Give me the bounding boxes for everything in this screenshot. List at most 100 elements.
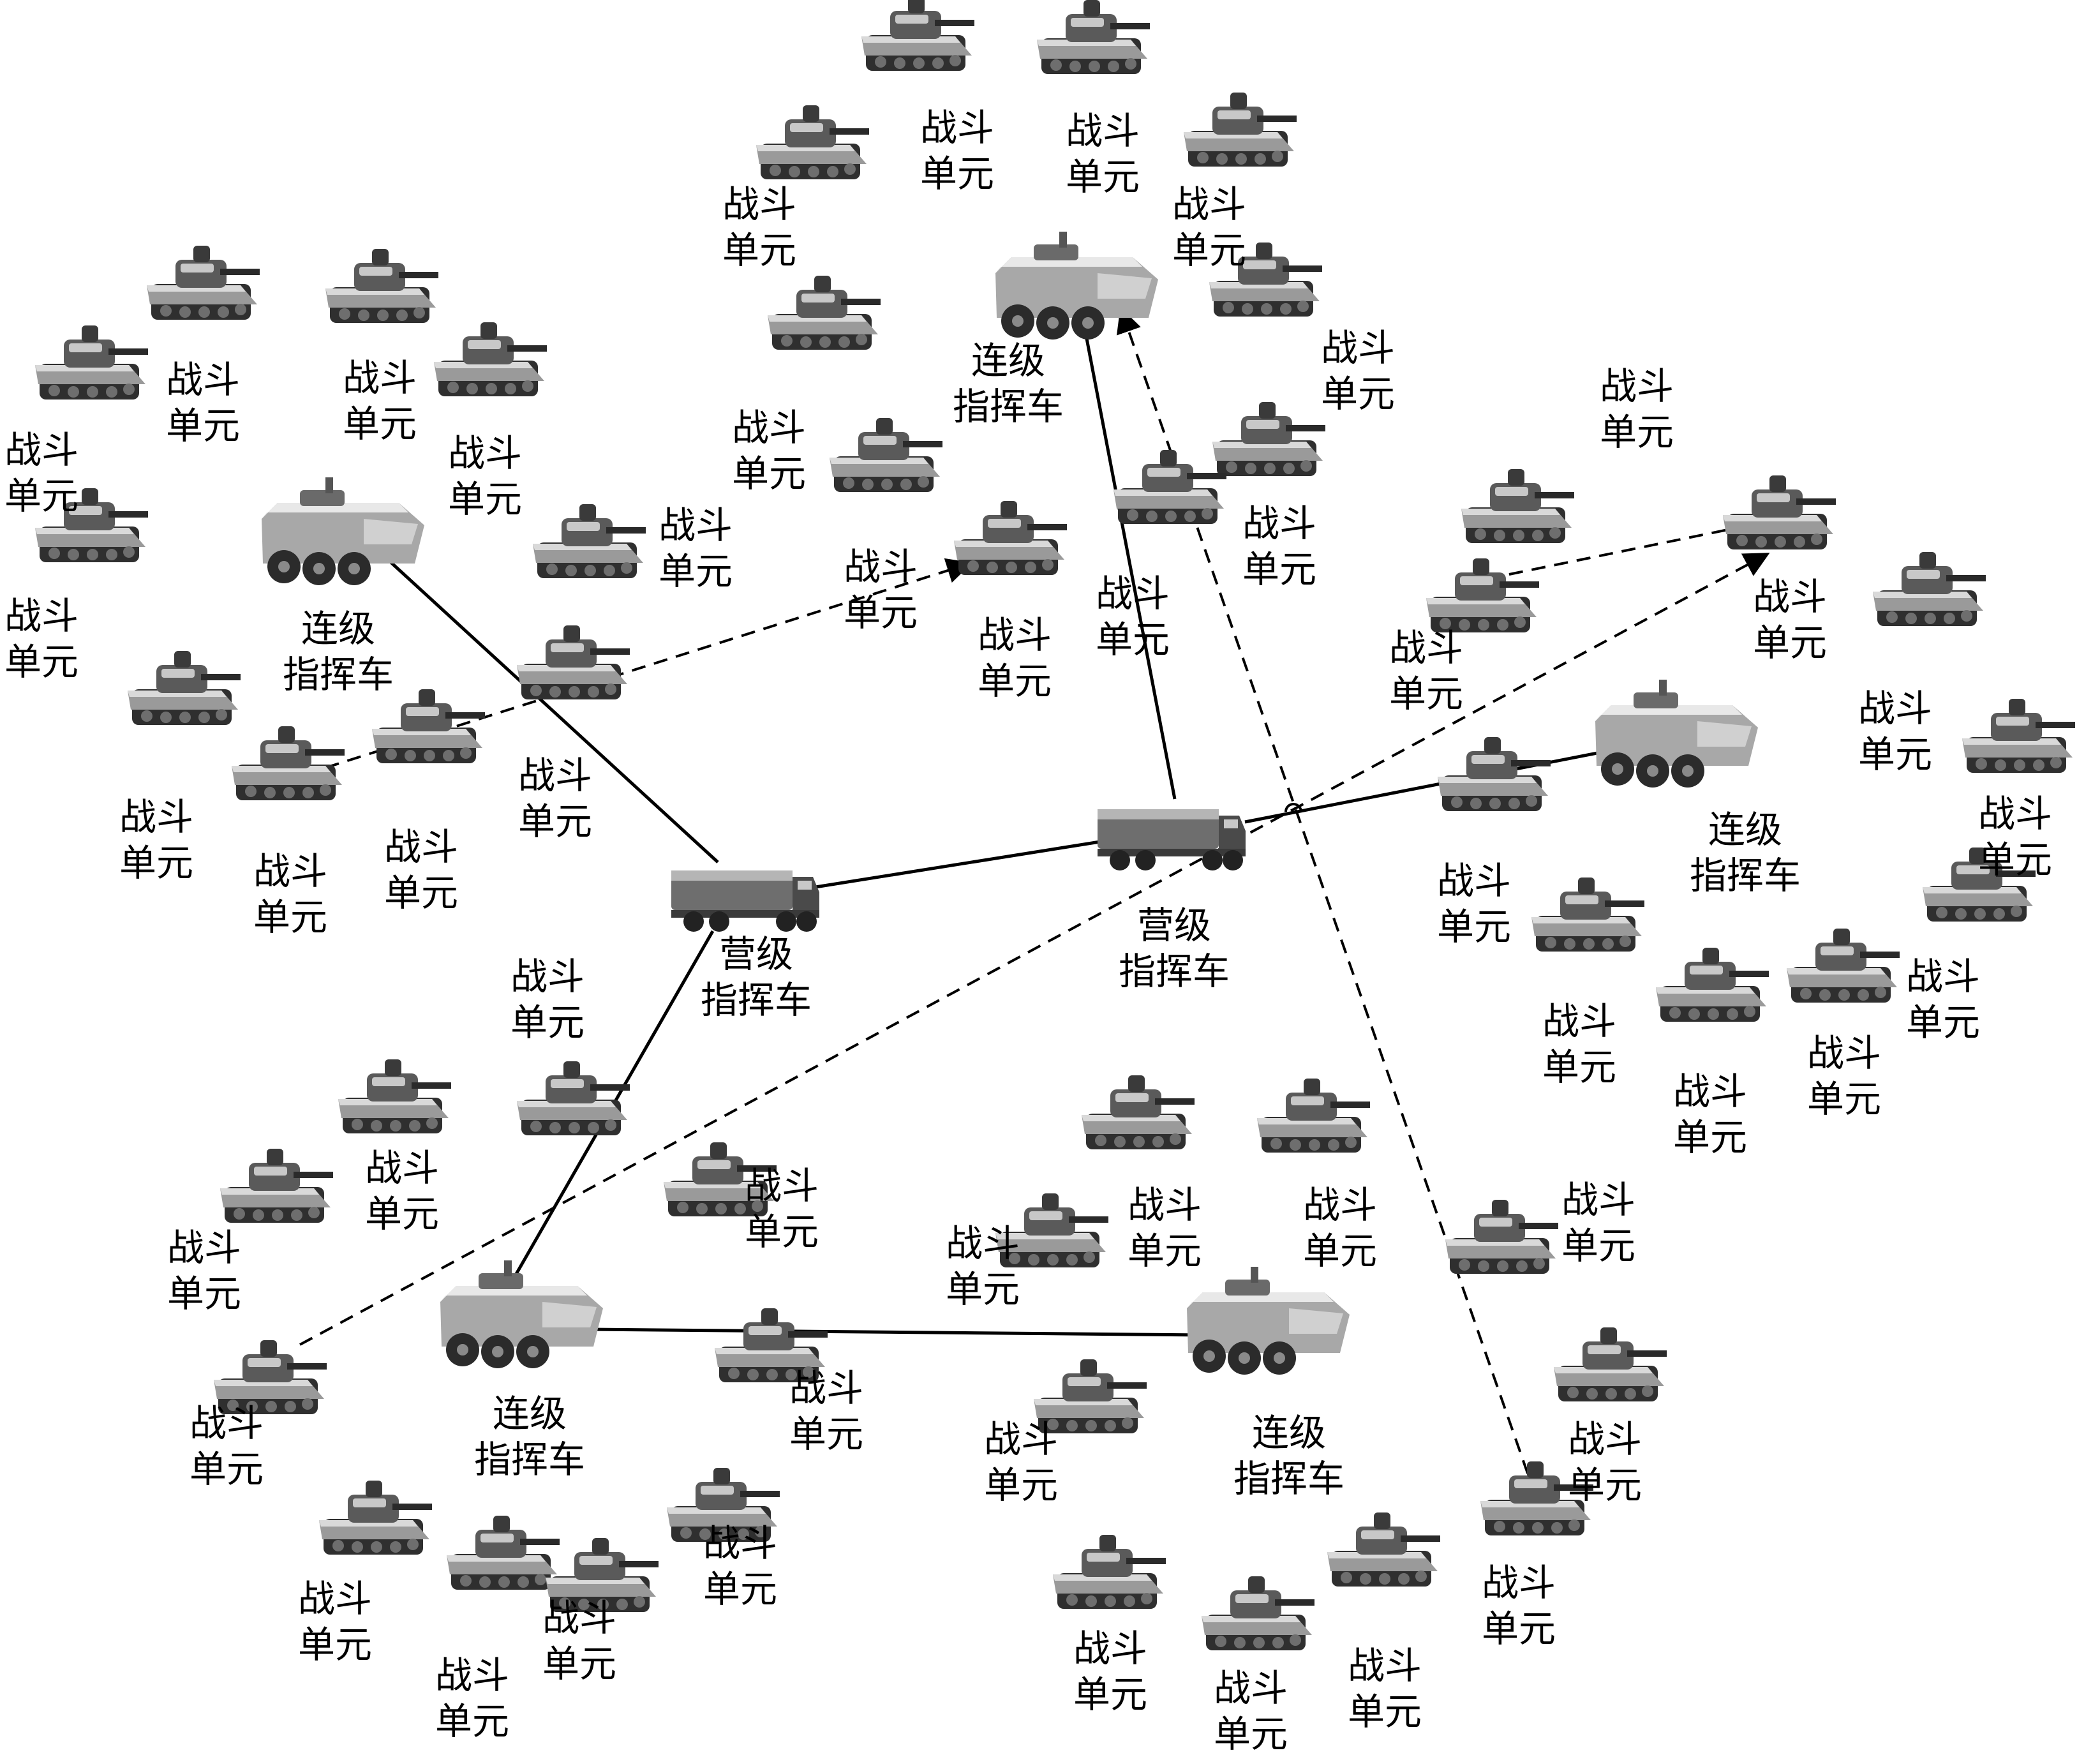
combat-unit-tank-icon — [128, 651, 241, 725]
combat-unit-label-line2: 单元 — [253, 895, 327, 939]
combat-unit-label-line2: 单元 — [1561, 1224, 1635, 1267]
company-command-label-line1: 连级 — [1708, 808, 1782, 851]
combat-unit-label-line2: 单元 — [1753, 621, 1827, 664]
combat-unit-label-line2: 单元 — [518, 800, 592, 843]
combat-unit-label-line2: 单元 — [1482, 1607, 1556, 1650]
combat-unit-label-line1: 战斗 — [722, 183, 796, 226]
combat-unit-label-line1: 战斗 — [253, 849, 327, 893]
combat-unit-label-line1: 战斗 — [1128, 1183, 1202, 1227]
combat-unit-label-line2: 单元 — [1303, 1229, 1377, 1273]
company-command-label-line1: 连级 — [493, 1392, 567, 1435]
combat-unit-tank-icon — [1461, 469, 1574, 543]
combat-unit-label-line1: 战斗 — [384, 825, 458, 869]
combat-unit-tank-icon — [1082, 1075, 1195, 1149]
combat-unit-tank-icon — [1257, 1079, 1370, 1153]
combat-unit-label-line2: 单元 — [1214, 1712, 1288, 1755]
combat-unit-tank-icon — [319, 1481, 432, 1555]
combat-unit-label-line1: 战斗 — [190, 1401, 264, 1445]
combat-unit-label-line2: 单元 — [166, 404, 240, 447]
combat-unit-label-line2: 单元 — [978, 659, 1052, 703]
combat-unit-label-line1: 战斗 — [1600, 364, 1674, 408]
combat-unit-label-line1: 战斗 — [343, 356, 417, 400]
combat-unit-label-line1: 战斗 — [978, 613, 1052, 657]
combat-unit-label-line2: 单元 — [1673, 1116, 1747, 1159]
combat-unit-label-line1: 战斗 — [745, 1164, 819, 1207]
combat-unit-label-line2: 单元 — [659, 549, 733, 593]
combat-unit-label-line2: 单元 — [384, 871, 458, 915]
combat-unit-label-line1: 战斗 — [1753, 575, 1827, 618]
company-command-label-line2: 指挥车 — [1233, 1457, 1344, 1500]
combat-unit-label-line1: 战斗 — [1906, 955, 1980, 998]
combat-unit-label-line2: 单元 — [1066, 155, 1140, 198]
combat-unit-label-line1: 战斗 — [659, 504, 733, 547]
combat-unit-label-line1: 战斗 — [1858, 687, 1932, 730]
combat-unit-label-line1: 战斗 — [542, 1596, 616, 1639]
combat-unit-label-line2: 单元 — [190, 1447, 264, 1491]
company-command-label-line1: 连级 — [301, 607, 375, 650]
combat-unit-tank-icon — [1053, 1535, 1166, 1609]
combat-unit-tank-icon — [517, 1061, 630, 1135]
combat-unit-label-line1: 战斗 — [510, 955, 585, 998]
combat-unit-tank-icon — [372, 689, 485, 763]
combat-unit-label-line1: 战斗 — [1096, 572, 1170, 615]
combat-unit-label-line1: 战斗 — [1389, 626, 1463, 669]
battalion-command-vehicle-icon — [1098, 809, 1246, 870]
combat-unit-label-line1: 战斗 — [1172, 183, 1246, 226]
combat-unit-tank-icon — [1327, 1512, 1440, 1587]
battalion-command-vehicle-icon — [671, 870, 819, 932]
combat-unit-label-line2: 单元 — [1600, 410, 1674, 454]
company-command-vehicle-icon — [440, 1260, 603, 1368]
battalion-command-label-line2: 指挥车 — [701, 978, 812, 1022]
combat-unit-tank-icon — [1723, 475, 1836, 549]
combat-unit-label-line1: 战斗 — [448, 431, 522, 475]
company-command-label-line2: 指挥车 — [474, 1438, 585, 1481]
combat-unit-tank-icon — [1873, 552, 1986, 626]
combat-unit-tank-icon — [1531, 878, 1644, 952]
company-command-vehicle-icon — [1595, 680, 1758, 788]
combat-unit-tank-icon — [1438, 737, 1551, 811]
combat-unit-label-line2: 单元 — [1906, 1001, 1980, 1044]
combat-unit-label-line2: 单元 — [510, 1001, 585, 1044]
combat-unit-label-line1: 战斗 — [1066, 109, 1140, 153]
combat-unit-label-line1: 战斗 — [1561, 1178, 1635, 1221]
combat-unit-label-line2: 单元 — [1542, 1045, 1616, 1089]
combat-unit-label-line2: 单元 — [1096, 618, 1170, 661]
company-command-vehicle-icon — [995, 232, 1158, 340]
combat-unit-tank-icon — [220, 1149, 333, 1223]
combat-unit-label-line1: 战斗 — [1978, 792, 2052, 835]
combat-unit-tank-icon — [35, 325, 148, 400]
combat-unit-tank-icon — [338, 1059, 451, 1133]
combat-unit-label-line2: 单元 — [789, 1412, 863, 1456]
combat-unit-label-line2: 单元 — [1858, 733, 1932, 776]
combat-unit-tank-icon — [232, 726, 345, 800]
combat-unit-label-line2: 单元 — [1128, 1229, 1202, 1273]
combat-unit-label-line1: 战斗 — [1568, 1417, 1642, 1461]
combat-unit-tank-icon — [1202, 1576, 1314, 1650]
combat-unit-label-line1: 战斗 — [167, 1226, 241, 1269]
combat-unit-label-line2: 单元 — [920, 152, 994, 195]
combat-unit-label-line1: 战斗 — [1214, 1666, 1288, 1710]
combat-unit-label-line1: 战斗 — [1242, 502, 1316, 545]
combat-unit-tank-icon — [1962, 699, 2075, 773]
